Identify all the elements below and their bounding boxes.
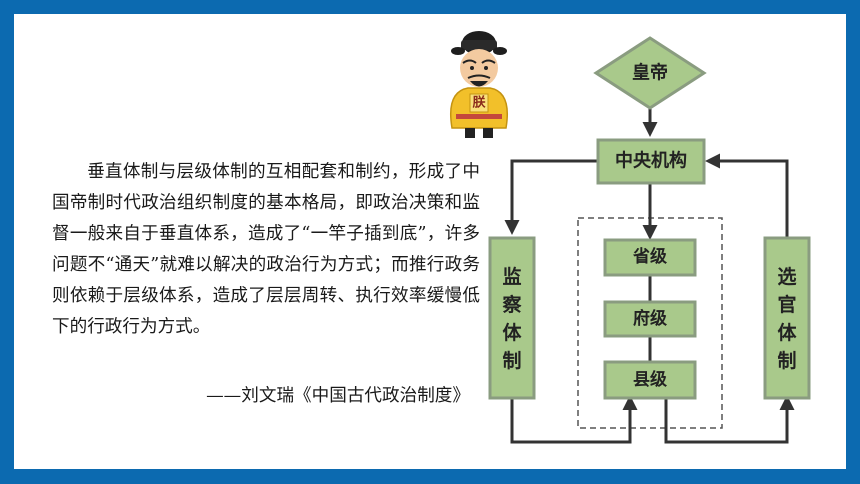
passage-paragraph: 垂直体制与层级体制的互相配套和制约，形成了中国帝制时代政治组织制度的基本格局，即… — [52, 162, 480, 337]
node-prefecture-label: 府级 — [633, 308, 667, 329]
node-central: 中央机构 — [596, 138, 706, 185]
node-supervision: 监 察 体 制 — [488, 236, 536, 400]
node-selection-char: 选 — [777, 266, 796, 288]
emperor-badge-label: 朕 — [472, 95, 486, 111]
arrow-supervision-to-county — [510, 395, 638, 444]
arrow-central-to-supervision — [504, 159, 597, 235]
node-supervision-char: 监 — [502, 265, 521, 288]
slide-canvas — [14, 14, 846, 469]
arrow-county-to-selection — [664, 395, 795, 444]
node-emperor: 皇帝 — [593, 36, 707, 110]
node-prefecture: 府级 — [603, 300, 697, 338]
passage-citation: ——刘文瑞《中国古代政治制度》 — [206, 386, 470, 406]
node-province: 省级 — [603, 238, 697, 277]
node-province-label: 省级 — [632, 246, 667, 267]
node-selection-char: 官 — [777, 293, 796, 316]
node-county-label: 县级 — [633, 369, 667, 390]
emperor-figure-icon: 朕 — [450, 31, 508, 138]
node-emperor-label: 皇帝 — [632, 62, 668, 84]
node-supervision-char: 制 — [502, 349, 521, 372]
arrow-selection-to-central — [705, 153, 789, 238]
diagram-connectors — [504, 108, 795, 444]
node-county: 县级 — [603, 360, 697, 400]
node-selection-char: 制 — [777, 349, 796, 372]
node-selection: 选 官 体 制 — [763, 236, 811, 400]
node-supervision-char: 察 — [502, 293, 522, 316]
node-selection-char: 体 — [777, 321, 797, 344]
node-central-label: 中央机构 — [615, 150, 687, 172]
node-supervision-char: 体 — [502, 321, 522, 344]
